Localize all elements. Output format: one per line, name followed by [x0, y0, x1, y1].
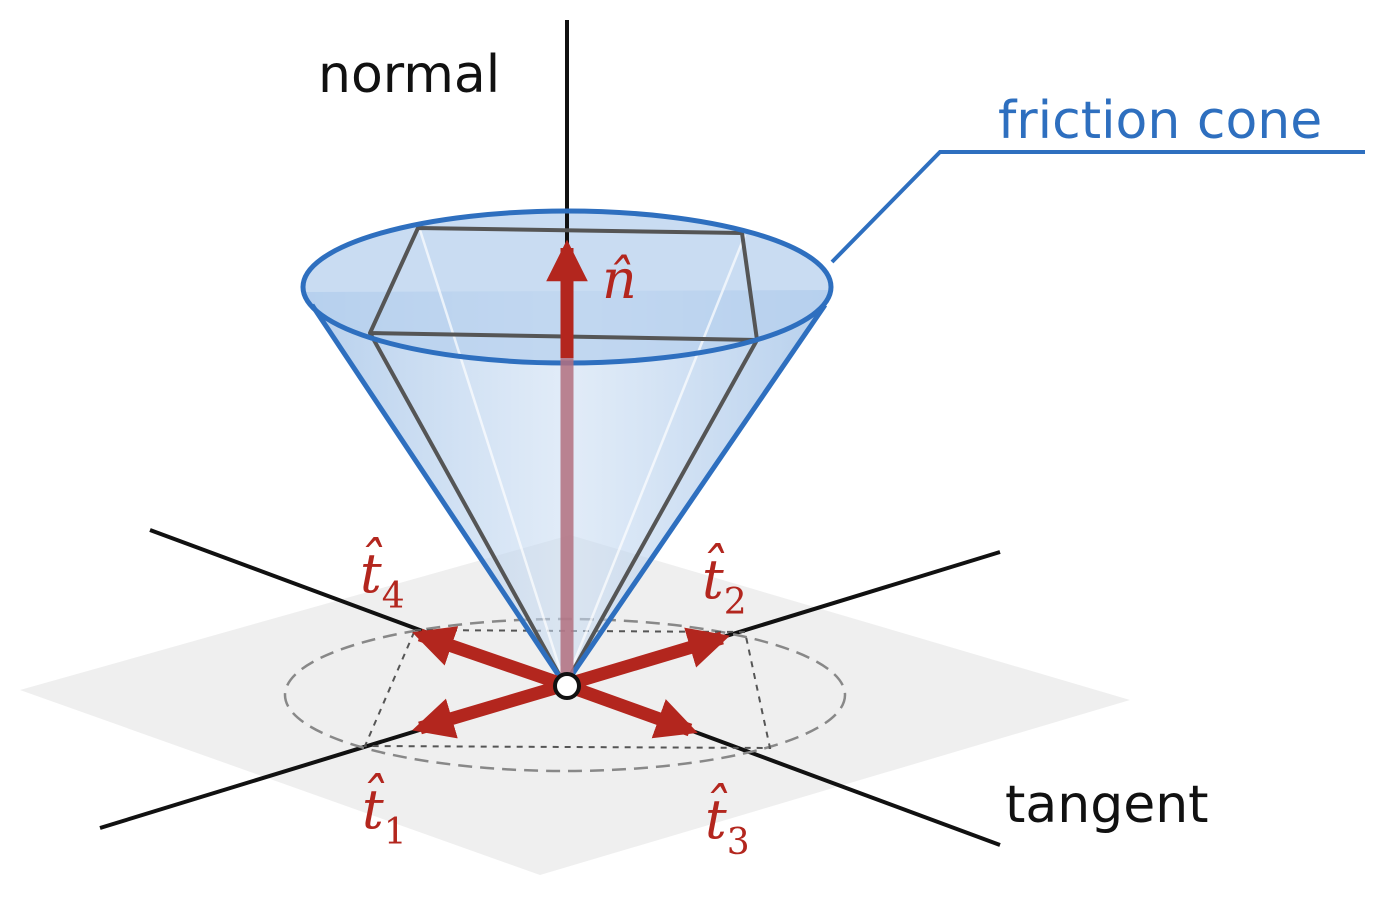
- t1-symbol: t̂: [362, 772, 384, 841]
- t4-symbol: t̂: [360, 536, 382, 605]
- n-hat-label: n̂: [602, 248, 637, 311]
- normal-label: normal: [318, 45, 500, 105]
- tangent-basis-arrows: [412, 626, 730, 739]
- base-pyramid-outline: [363, 628, 772, 750]
- t2-arrow: [563, 627, 730, 692]
- t1-sub: 1: [384, 812, 407, 853]
- t2-symbol: t̂: [702, 542, 724, 611]
- t3-symbol: t̂: [705, 782, 727, 851]
- t4-sub: 4: [382, 576, 405, 617]
- t1-label: t̂1: [362, 772, 407, 853]
- t3-sub: 3: [727, 822, 750, 863]
- t4-label: t̂4: [360, 536, 405, 617]
- t1-arrow: [412, 678, 567, 739]
- t3-label: t̂3: [705, 782, 750, 863]
- t2-sub: 2: [724, 582, 747, 623]
- t3-arrow: [562, 678, 698, 739]
- t2-label: t̂2: [702, 542, 747, 623]
- friction-cone-label: friction cone: [998, 91, 1322, 151]
- tangent-plane: [20, 535, 1130, 875]
- friction-cone-leader: [830, 150, 1365, 264]
- contact-point: [553, 672, 581, 700]
- tangent-label: tangent: [1005, 775, 1209, 835]
- pyramid-back-edges: [418, 229, 747, 686]
- t4-arrow: [412, 626, 568, 692]
